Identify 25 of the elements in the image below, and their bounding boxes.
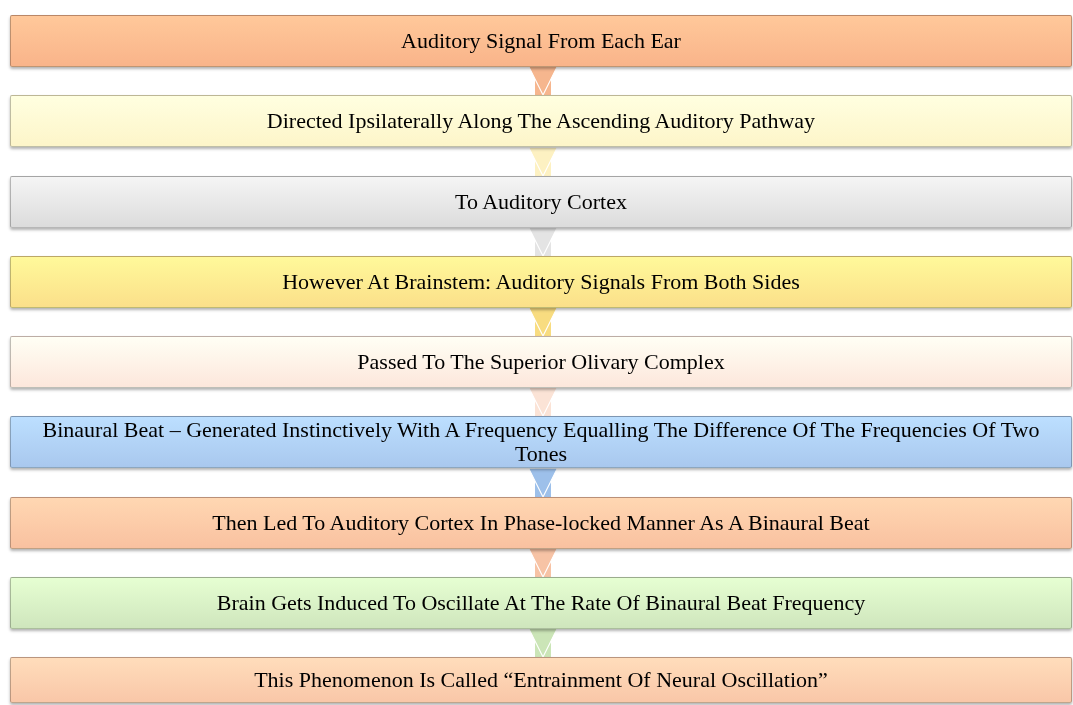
step-text: Binaural Beat – Generated Instinctively With A Frequency Equalling The Difference Of The Frequencies Of Two Tones [41,418,1041,466]
process-box [10,95,1072,147]
step-text: Passed To The Superior Olivary Complex [356,350,726,374]
arrow [528,65,558,96]
process-box [10,577,1072,629]
arrow [528,306,558,337]
step-text: To Auditory Cortex [454,190,628,214]
step-text: Auditory Signal From Each Ear [400,29,682,53]
process-box [10,176,1072,228]
process-box [10,336,1072,388]
step-text: Directed Ipsilaterally Along The Ascending Auditory Pathway [265,109,817,133]
process-box [10,15,1072,67]
arrow [528,467,558,498]
arrow [528,146,558,177]
step-text: However At Brainstem: Auditory Signals From Both Sides [281,270,801,294]
step-text: This Phenomenon Is Called “Entrainment Of Neural Oscillation” [253,668,829,692]
step-text: Then Led To Auditory Cortex In Phase-locked Manner As A Binaural Beat [211,511,871,535]
process-box [10,256,1072,308]
arrow [528,627,558,658]
process-box [10,497,1072,549]
step-text: Brain Gets Induced To Oscillate At The Rate Of Binaural Beat Frequency [215,591,867,615]
arrow [528,226,558,257]
arrow [528,386,558,417]
process-box [10,657,1072,703]
arrow [528,547,558,578]
